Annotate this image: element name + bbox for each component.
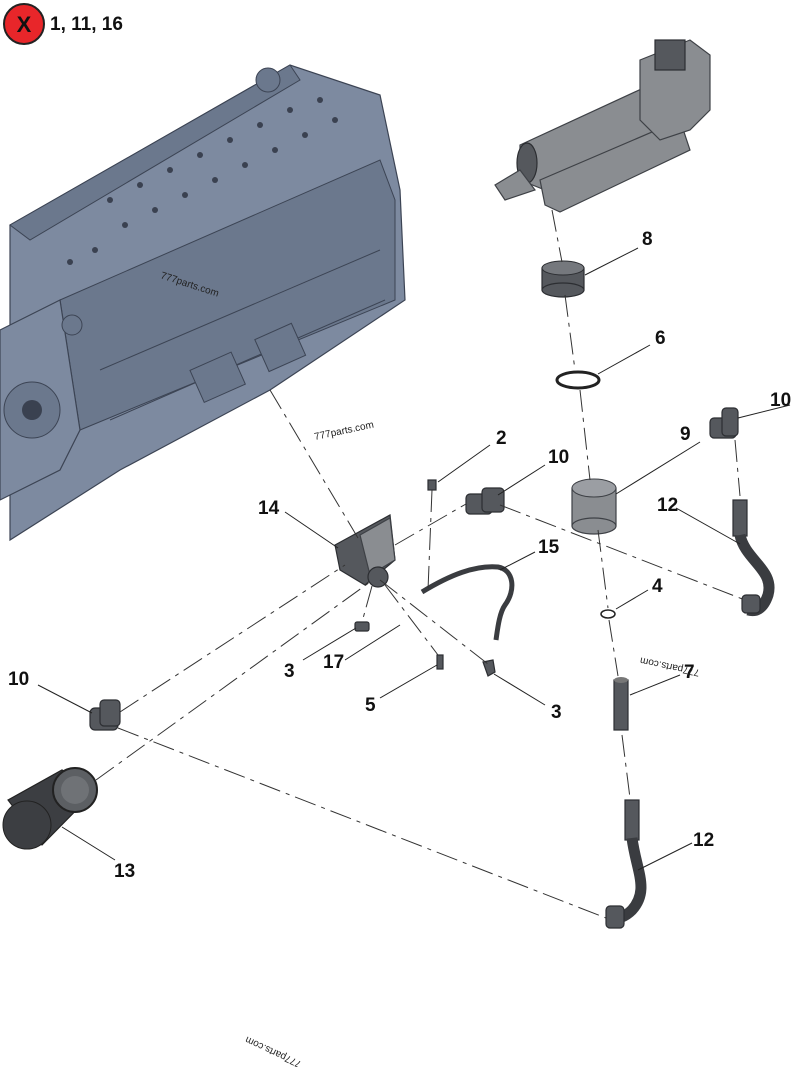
watermark-bottom: 777parts.com <box>244 1034 304 1067</box>
elbow-fitting-left <box>89 699 121 731</box>
hose-upper <box>732 499 775 617</box>
callout-7[interactable]: 7 <box>684 662 695 683</box>
callout-6[interactable]: 6 <box>655 328 666 349</box>
callout-2[interactable]: 2 <box>496 428 507 449</box>
callout-17[interactable]: 17 <box>323 652 344 673</box>
clip-part <box>427 479 437 491</box>
callout-8[interactable]: 8 <box>642 229 653 250</box>
callout-13[interactable]: 13 <box>114 861 135 882</box>
filter-head-part <box>571 478 617 535</box>
callout-12-lower[interactable]: 12 <box>693 830 714 851</box>
screw-part <box>436 654 444 670</box>
callout-3-right[interactable]: 3 <box>551 702 562 723</box>
elbow-fitting-center <box>465 487 505 515</box>
elbow-fitting-right <box>709 407 739 439</box>
callout-10-right[interactable]: 10 <box>770 390 791 411</box>
callout-10-left[interactable]: 10 <box>8 669 29 690</box>
small-o-ring-part <box>600 609 616 619</box>
hose-lower <box>605 799 647 929</box>
spacer-part <box>541 260 585 298</box>
marker-letter: X <box>17 12 32 37</box>
callout-5[interactable]: 5 <box>365 695 376 716</box>
filter-bracket-part <box>334 514 396 588</box>
actuator-cylinder-icon <box>494 39 711 213</box>
oil-filter-icon <box>2 767 98 850</box>
engine-block-icon <box>0 64 406 542</box>
watermark-center: 777parts.com <box>313 420 375 443</box>
callout-12-upper[interactable]: 12 <box>657 495 678 516</box>
callout-10-center[interactable]: 10 <box>548 447 569 468</box>
not-shown-items-label: 1, 11, 16 <box>50 14 123 35</box>
leader-lines <box>37 247 791 871</box>
callout-3-left[interactable]: 3 <box>284 661 295 682</box>
not-shown-marker: X <box>3 3 45 45</box>
callout-4[interactable]: 4 <box>652 576 663 597</box>
callout-15[interactable]: 15 <box>538 537 560 558</box>
o-ring-part <box>555 370 601 390</box>
callout-14[interactable]: 14 <box>258 498 280 519</box>
fitting-17-part <box>354 621 370 632</box>
watermark-right: 777parts.com <box>639 654 701 677</box>
tube-part <box>420 564 515 641</box>
fitting-3-part <box>482 659 496 677</box>
nipple-part <box>613 677 629 731</box>
callout-9[interactable]: 9 <box>680 424 691 445</box>
assembly-lines <box>95 209 746 919</box>
